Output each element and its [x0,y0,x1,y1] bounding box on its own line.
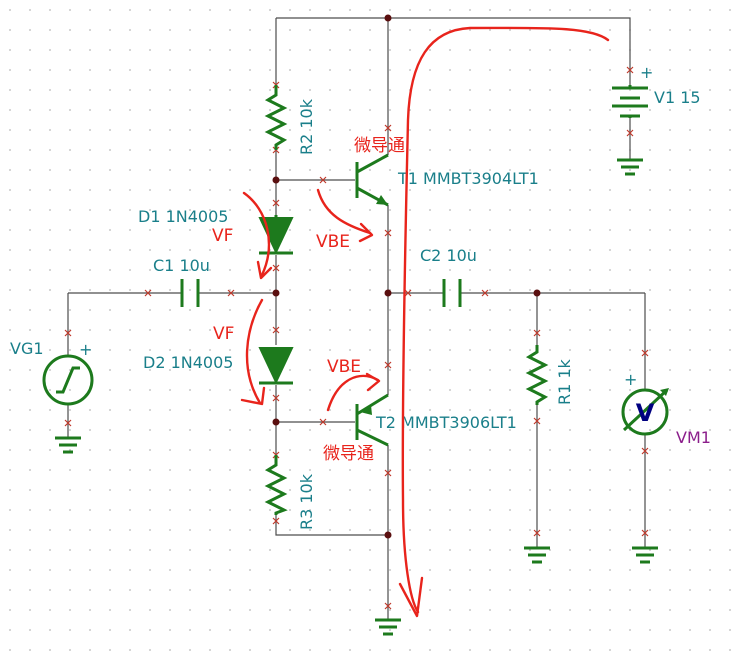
capacitor-c2[interactable] [442,279,462,307]
v1-plus: + [640,63,653,82]
annotation-current-path [398,26,610,618]
d1-label: D1 1N4005 [138,207,228,226]
vm1-plus: + [624,370,637,389]
pin-markers [64,66,649,610]
ground-icon [55,436,81,454]
ground-icon [524,546,550,564]
ground-icon [375,618,401,636]
transistor-t1[interactable] [355,153,389,207]
voltmeter-vm1[interactable]: V [621,388,669,436]
t2-note: 微导通 [323,444,374,464]
resistor-r3[interactable] [264,455,288,515]
signal-generator-vg1[interactable] [42,354,94,406]
capacitor-c1[interactable] [180,279,200,307]
r2-label: R2 10k [297,98,316,155]
annotation-vf-d1-arrow [242,191,273,280]
transistor-t2[interactable] [355,393,389,447]
vg1-label: VG1 [10,339,44,358]
annotation-vbe-t1-arrow [316,188,374,243]
annotation-vf-d2-arrow [240,298,266,406]
c1-label: C1 10u [153,256,210,275]
battery-v1[interactable] [612,85,648,118]
d2-vf: VF [213,324,234,344]
ground-icon [632,546,658,564]
ground-symbols [55,158,658,636]
d2-label: D2 1N4005 [143,353,233,372]
resistor-r2[interactable] [264,85,288,150]
t2-label: T2 MMBT3906LT1 [375,413,517,432]
t1-note: 微导通 [354,136,405,156]
vg1-plus: + [79,340,92,359]
annotation-vbe-t2-arrow [326,372,381,412]
r3-label: R3 10k [297,473,316,530]
r1-label: R1 1k [555,358,574,405]
diode-d2[interactable] [258,347,294,385]
resistor-r1[interactable] [525,345,549,405]
vm1-label: VM1 [676,428,711,447]
junction-nodes [272,14,541,539]
t1-label: T1 MMBT3904LT1 [397,169,539,188]
v1-label: V1 15 [654,88,701,107]
ground-icon [617,158,643,176]
t1-vbe: VBE [316,232,350,252]
c2-label: C2 10u [420,246,477,265]
t2-vbe: VBE [327,357,361,377]
d1-vf: VF [212,226,233,246]
voltmeter-symbol: V [636,399,655,427]
